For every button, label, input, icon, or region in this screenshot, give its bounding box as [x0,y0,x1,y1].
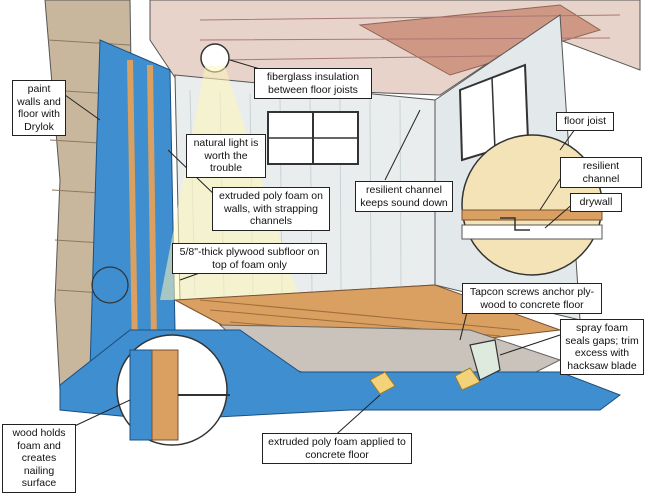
callout-wood-holds: wood holds foam and creates nailing surf… [2,424,76,493]
callout-extruded-walls: extruded poly foam on walls, with strapp… [212,187,330,231]
light-beam [160,66,300,300]
callout-resilient-sound: resilient channel keeps sound down [355,181,453,212]
callout-natural-light: natural light is worth the trouble [186,134,266,178]
callout-fiberglass: fiberglass insulation between floor jois… [254,68,372,99]
spray-foam-bead [369,367,481,395]
hacksaw [469,339,501,381]
callout-drywall: drywall [570,193,622,212]
callout-extruded-floor: extruded poly foam applied to concrete f… [262,433,412,464]
callout-paint-walls: paint walls and floor with Drylok [12,80,66,136]
callout-plywood: 5/8"-thick plywood subfloor on top of fo… [172,243,327,274]
callout-floor-joist: floor joist [556,112,614,131]
callout-resilient-channel: resilient channel [560,157,642,188]
callout-spray-foam: spray foam seals gaps; trim excess with … [560,319,644,375]
callout-tapcon: Tapcon screws anchor ply-wood to concret… [462,283,602,314]
